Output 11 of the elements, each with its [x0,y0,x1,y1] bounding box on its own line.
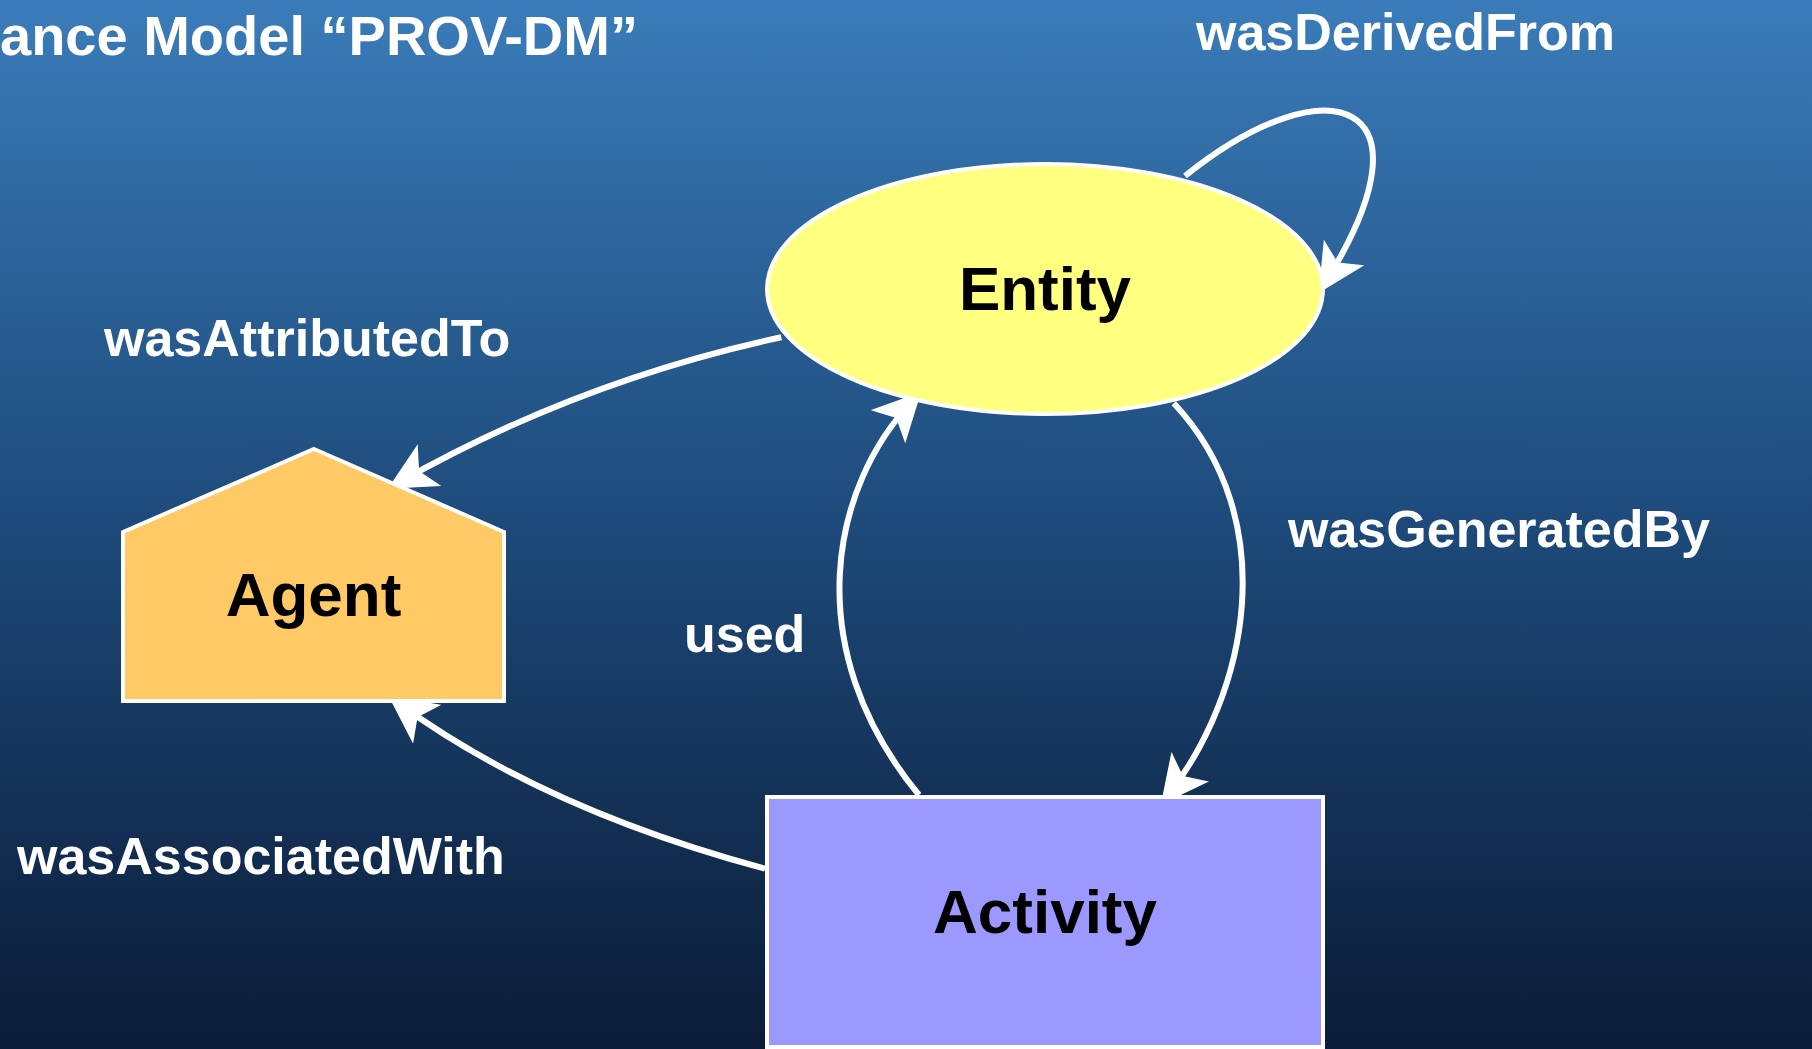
edge-label: wasAttributedTo [104,312,511,364]
edge-label: used [684,608,806,660]
title: ance Model “PROV-DM” [0,8,638,64]
node-label: Activity [933,876,1157,949]
entity-ellipse [765,162,1325,416]
node-label: Entity [958,253,1132,326]
edge-label: wasDerivedFrom [1196,6,1616,58]
activity-box [765,795,1325,1049]
edge-label: wasAssociatedWith [17,830,505,882]
node-label: Agent [225,559,402,632]
agent-pentagon [121,447,506,703]
